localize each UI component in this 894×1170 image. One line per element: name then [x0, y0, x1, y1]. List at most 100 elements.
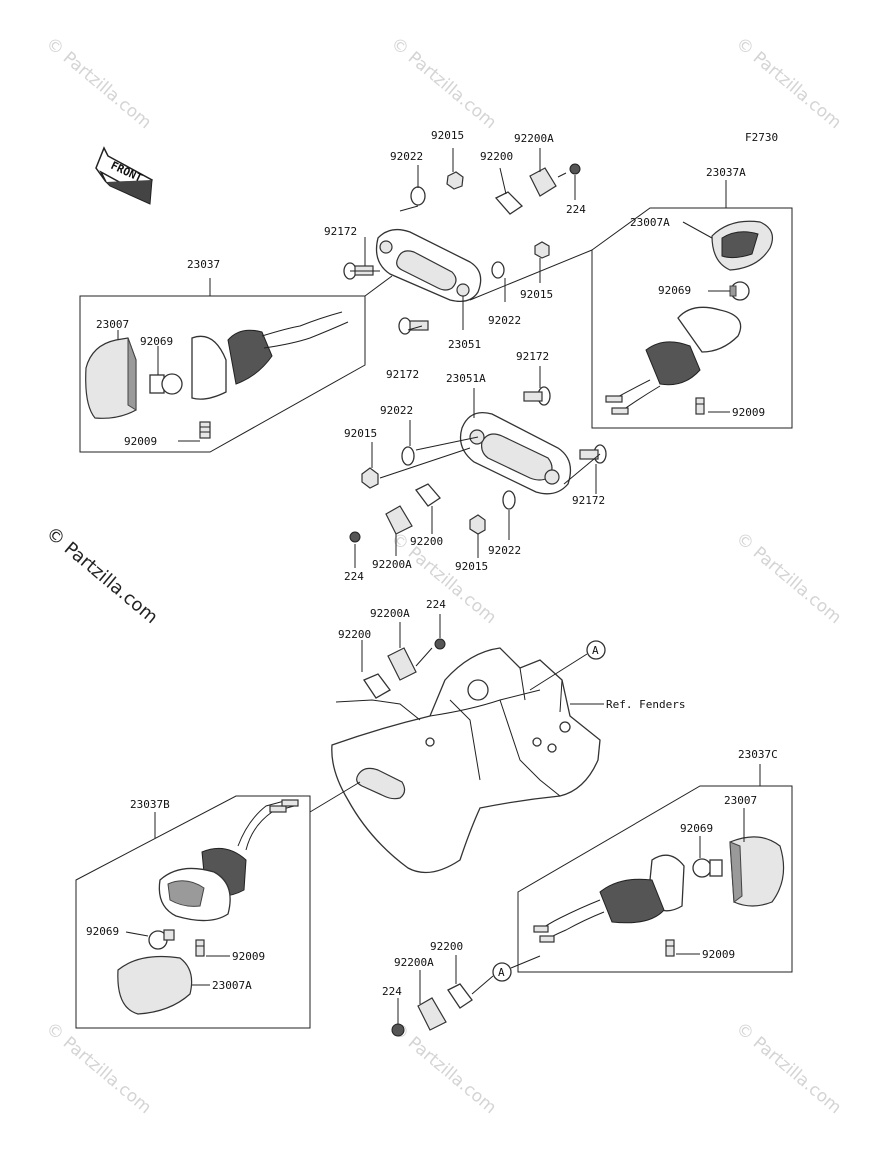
assembly-label: 23037: [187, 258, 220, 271]
clip: [417, 997, 447, 1031]
top-group-labels: 92015 92200A 92022 92200 224 92172 92015…: [324, 129, 586, 381]
watermark: © Partzilla.com: [42, 1019, 155, 1119]
part-number: 92022: [380, 404, 413, 417]
watermark: © Partzilla.com: [387, 1019, 500, 1119]
assembly-23037c: 23037C 23007 92069 92009: [517, 748, 793, 973]
figure-code: F2730: [745, 131, 778, 144]
screw: [195, 939, 205, 957]
top-mount-group: 92015 92200A 92022 92200 224 92172 92015…: [324, 129, 586, 381]
screw: [557, 163, 581, 178]
part-number: 92069: [86, 925, 119, 938]
part-number: 92069: [680, 822, 713, 835]
part-number: 92200: [430, 940, 463, 953]
callout-letter: A: [592, 644, 599, 657]
part-number: 92009: [702, 948, 735, 961]
part-number: 23051: [448, 338, 481, 351]
part-number: 92015: [344, 427, 377, 440]
watermark: © Partzilla.com: [732, 34, 845, 134]
part-number: 92200A: [370, 607, 410, 620]
screw: [665, 939, 675, 957]
part-number: 92015: [455, 560, 488, 573]
watermark: © Partzilla.com: [387, 34, 500, 134]
part-number: 92200: [338, 628, 371, 641]
screw: [349, 531, 361, 543]
part-number: 224: [426, 598, 446, 611]
part-number: 92200: [480, 150, 513, 163]
nut: [469, 514, 486, 535]
assembly-label: 23037C: [738, 748, 778, 761]
bracket-23051a: [459, 411, 572, 495]
part-number: 23007A: [212, 979, 252, 992]
callout-letter: A: [498, 966, 505, 979]
callout-a: A: [529, 640, 606, 691]
part-number: 92200: [410, 535, 443, 548]
part-number: 92009: [732, 406, 765, 419]
part-number: 224: [566, 203, 586, 216]
housing: [191, 335, 227, 400]
bulb: [149, 373, 183, 395]
washer: [502, 490, 516, 510]
part-number: 224: [344, 570, 364, 583]
nut: [361, 467, 379, 489]
part-number: 92172: [516, 350, 549, 363]
bulb: [729, 281, 750, 301]
plate: [363, 673, 391, 699]
nut: [534, 241, 550, 259]
screw: [695, 397, 705, 415]
assembly-23037b: 23037B 92069 92009 23007A: [75, 781, 361, 1029]
assembly-23037: 23037 23007 92069 92009: [79, 258, 393, 453]
part-number: 92200A: [394, 956, 434, 969]
nut: [446, 171, 464, 190]
fender: [331, 647, 601, 874]
part-number: 23051A: [446, 372, 486, 385]
middle-mount-group: 92172 23051A 92022 92015 92172 92200 920…: [344, 350, 607, 583]
copyright-notice: © Partzilla.com: [42, 523, 162, 628]
part-number: 92069: [658, 284, 691, 297]
bolt: [398, 317, 429, 335]
plate: [494, 191, 524, 215]
part-number: 92022: [390, 150, 423, 163]
lens: [729, 836, 785, 907]
part-number: 92200A: [514, 132, 554, 145]
washer: [410, 186, 426, 206]
assembly-label: 23037B: [130, 798, 170, 811]
clip: [387, 647, 417, 681]
bulb: [148, 929, 175, 950]
washer: [401, 446, 415, 466]
bracket-23051: [375, 228, 482, 303]
ref-note: Ref. Fenders: [606, 698, 685, 711]
part-number: 23007: [724, 794, 757, 807]
lens: [117, 955, 193, 1015]
assembly-label: 23037A: [706, 166, 746, 179]
callout-a: A: [471, 955, 541, 995]
screw: [391, 1023, 405, 1037]
screw: [199, 421, 211, 439]
part-number: 224: [382, 985, 402, 998]
part-number: 92172: [386, 368, 419, 381]
part-number: 92015: [520, 288, 553, 301]
plate: [415, 483, 441, 507]
part-number: 92022: [488, 314, 521, 327]
clip: [385, 505, 413, 535]
bottom-mount-group: A 92200 92200A 224: [382, 940, 541, 1037]
part-number: 92022: [488, 544, 521, 557]
screw: [434, 638, 446, 650]
part-number: 92172: [324, 225, 357, 238]
clip: [529, 167, 557, 197]
washer: [491, 261, 505, 279]
middle-group-labels: 92172 23051A 92022 92015 92172 92200 920…: [344, 350, 605, 583]
watermark: © Partzilla.com: [732, 529, 845, 629]
lens: [85, 337, 137, 419]
part-number: 23007A: [630, 216, 670, 229]
part-number: 92069: [140, 335, 173, 348]
part-number: 92200A: [372, 558, 412, 571]
part-number: 23007: [96, 318, 129, 331]
fender-group: A Ref. Fenders 224 92200A 92200: [331, 598, 685, 874]
part-number: 92172: [572, 494, 605, 507]
watermark: © Partzilla.com: [732, 1019, 845, 1119]
part-number: 92009: [124, 435, 157, 448]
part-number: 92015: [431, 129, 464, 142]
watermark: © Partzilla.com: [42, 34, 155, 134]
part-number: 92009: [232, 950, 265, 963]
